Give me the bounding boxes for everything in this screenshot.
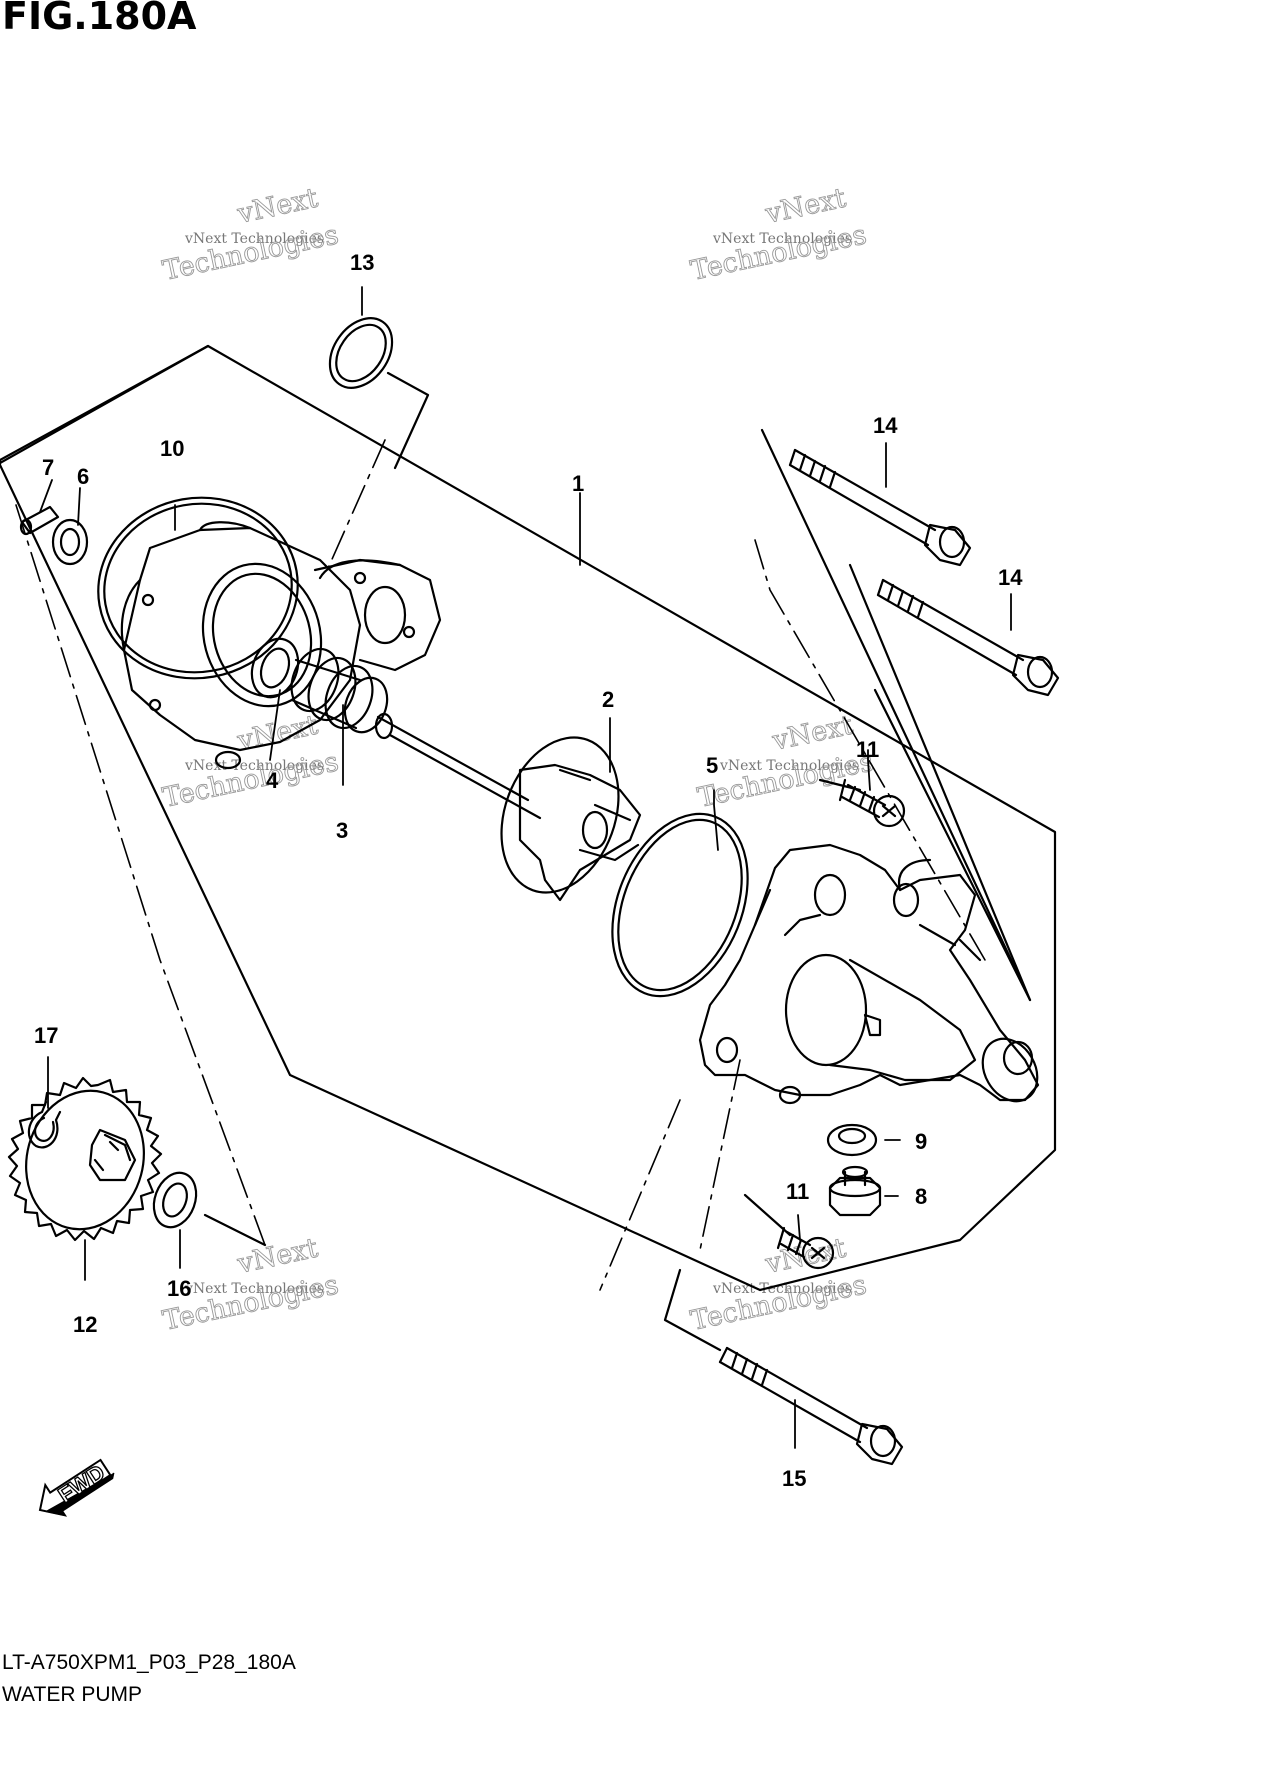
svg-text:vNext Technologies: vNext Technologies [184, 758, 324, 774]
impeller-shaft [374, 712, 542, 820]
callout-7: 7 [42, 455, 54, 480]
washer-6-inner [59, 527, 81, 557]
leader-11-upper [818, 778, 862, 792]
callout-17: 17 [34, 1023, 58, 1048]
seal-4 [250, 637, 300, 699]
svg-text:vNext: vNext [234, 183, 321, 230]
washer-16 [152, 1171, 198, 1229]
svg-text:Technologies: Technologies [695, 746, 876, 813]
svg-text:vNext Technologies: vNext Technologies [184, 231, 324, 247]
svg-text:vNext: vNext [762, 1233, 849, 1280]
callout-5: 5 [706, 753, 718, 778]
svg-text:Technologies: Technologies [160, 746, 341, 813]
callout-14-lower: 14 [998, 565, 1023, 590]
callout-8: 8 [915, 1184, 927, 1209]
seal-4-inner [259, 647, 291, 689]
assembly-frame-outline [0, 344, 1057, 1292]
leader-13 [386, 371, 430, 470]
svg-text:Technologies: Technologies [160, 219, 341, 286]
callout-leaders [39, 286, 1012, 1449]
leader-dashdot-lines [15, 439, 986, 1291]
washer-6 [51, 518, 89, 566]
watermark-top-right: vNext Technologies vNext Technologies [688, 182, 870, 287]
figure-title: FIG.180A [2, 0, 197, 38]
pump-case [698, 843, 1040, 1105]
circlip-17-inner [34, 1116, 55, 1142]
callout-15: 15 [782, 1466, 806, 1491]
callout-12: 12 [73, 1312, 97, 1337]
washer-16-inner [162, 1182, 188, 1218]
leader-15-frame [663, 1268, 722, 1352]
callout-numbers: 1 2 3 4 5 6 7 8 9 10 11 11 12 13 14 14 1… [34, 250, 1023, 1491]
callout-3: 3 [336, 818, 348, 843]
watermark-mid-left: vNext Technologies vNext Technologies [160, 709, 342, 814]
callout-2: 2 [602, 687, 614, 712]
pump-housing-cover [120, 521, 442, 770]
callout-6: 6 [77, 464, 89, 489]
svg-text:Technologies: Technologies [688, 1269, 869, 1336]
drain-plug-8 [828, 1165, 882, 1217]
callout-11-lower: 11 [786, 1179, 809, 1204]
figure-caption: WATER PUMP [2, 1683, 142, 1706]
bolt-14-upper [788, 448, 972, 567]
leader-16 [203, 1213, 267, 1247]
svg-text:vNext: vNext [234, 1233, 321, 1280]
leader-14-lower-frame [848, 563, 1032, 1002]
leader-14-upper-frame [760, 428, 1032, 1002]
leader-11-lower [743, 1193, 792, 1237]
svg-text:Technologies: Technologies [688, 219, 869, 286]
circlip-17 [27, 1100, 62, 1149]
washer-9-inner [837, 1127, 867, 1145]
svg-text:vNext Technologies: vNext Technologies [712, 231, 852, 247]
callout-1: 1 [572, 471, 584, 496]
o-ring-13 [328, 317, 394, 389]
svg-text:vNext Technologies: vNext Technologies [184, 1281, 324, 1297]
figure-code: LT-A750XPM1_P03_P28_180A [2, 1651, 296, 1674]
callout-4: 4 [266, 768, 279, 793]
bolt-14-lower [876, 578, 1060, 697]
impeller-2 [500, 736, 642, 902]
gear-12 [7, 1076, 163, 1242]
o-ring-13-inner [335, 323, 387, 383]
o-ring-5-inner [617, 818, 743, 992]
callout-13: 13 [350, 250, 374, 275]
callout-16: 16 [167, 1276, 191, 1301]
assembly-frame-top-edge [0, 344, 210, 465]
o-ring-10 [97, 496, 299, 680]
bolt-11-lower [776, 1226, 835, 1270]
o-ring-10-inner [103, 502, 293, 674]
svg-text:vNext: vNext [234, 710, 321, 757]
callout-14-upper: 14 [873, 413, 898, 438]
svg-text:vNext Technologies: vNext Technologies [719, 758, 859, 774]
washer-9 [826, 1123, 878, 1157]
bolt-15 [718, 1346, 904, 1466]
callout-9: 9 [915, 1129, 927, 1154]
svg-text:vNext: vNext [769, 710, 856, 757]
watermarks: vNext Technologies vNext Technologies vN… [160, 182, 877, 1337]
svg-text:vNext: vNext [762, 183, 849, 230]
callout-10: 10 [160, 436, 184, 461]
watermark-top-left: vNext Technologies vNext Technologies [160, 182, 342, 287]
fwd-arrow-icon: FWD [38, 1458, 115, 1517]
mechanical-seal-3 [290, 647, 389, 734]
callout-11-upper: 11 [856, 737, 879, 762]
